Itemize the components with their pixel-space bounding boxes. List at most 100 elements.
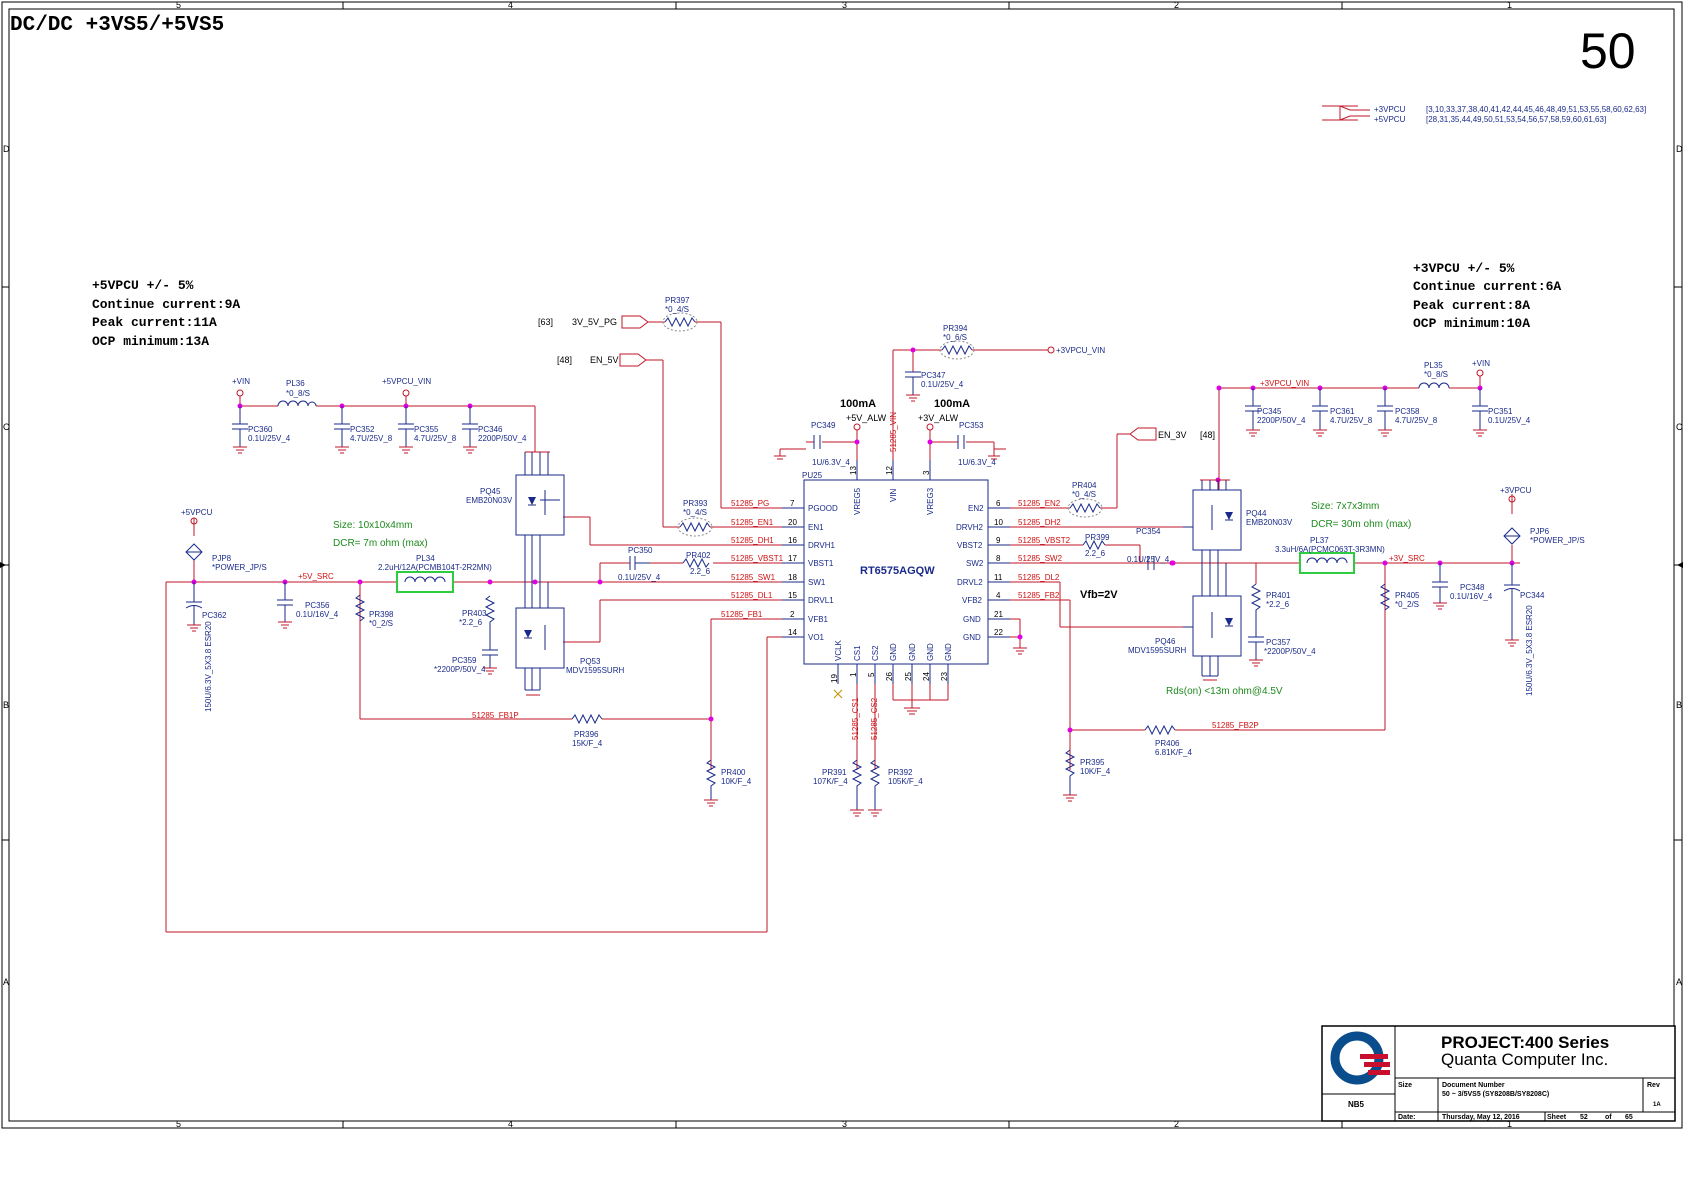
col-marker-3b: 3	[842, 1119, 847, 1129]
ic-pin-vin: VIN	[889, 488, 898, 502]
net-fb2p: 51285_FB2P	[1212, 721, 1259, 730]
mosfet-pq46	[1183, 563, 1242, 681]
col-marker-2: 2	[1174, 0, 1179, 10]
val-pc347: 0.1U/25V_4	[921, 380, 964, 389]
offpage-pages-5vpcu: [28,31,35,44,49,50,51,53,54,56,57,58,59,…	[1426, 115, 1606, 124]
val-pr404: *0_4/S	[1072, 490, 1096, 499]
ic-pinnum-10: 10	[994, 518, 1003, 527]
title-sheet-value: 52	[1580, 1114, 1588, 1121]
net-3vpcu-vin-rail: +3VPCU_VIN	[1260, 379, 1309, 388]
note-size-3v: Size: 7x7x3mm	[1311, 501, 1379, 512]
highlight-pl34	[396, 571, 454, 593]
ref-pc351: PC351	[1488, 407, 1513, 416]
resistor-pr397	[664, 316, 696, 328]
ref-48a: [48]	[557, 355, 572, 365]
ref-pc346: PC346	[478, 425, 503, 434]
note-dcr-5v: DCR= 7m ohm (max)	[333, 538, 428, 549]
ref-pc359: PC359	[452, 656, 477, 665]
ref-pr403: PR403	[462, 609, 487, 618]
ic-pin-drvl2: DRVL2	[957, 578, 983, 587]
ref-pc354: PC354	[1136, 527, 1161, 536]
val-pc354: 0.1U/25V_4	[1127, 555, 1170, 564]
inductor-pl34	[404, 576, 446, 583]
net-fb1: 51285_FB1	[721, 610, 763, 619]
resistor-pr406	[1144, 724, 1176, 736]
ref-pr405: PR405	[1395, 591, 1420, 600]
val-pr401: *2.2_6	[1266, 600, 1290, 609]
ic-pinnum-12: 12	[885, 466, 894, 475]
val-pjp6: *POWER_JP/S	[1530, 536, 1585, 545]
title-of-value: 65	[1625, 1114, 1633, 1121]
val-pr405: *0_2/S	[1395, 600, 1419, 609]
ic-pinnum-9: 9	[996, 536, 1001, 545]
spec3-line3: Peak current:8A	[1413, 298, 1530, 313]
title-sheet-label: Sheet	[1547, 1114, 1567, 1121]
ref-pr402: PR402	[686, 551, 711, 560]
val-pc359: *2200P/50V_4	[434, 665, 486, 674]
sheet-title: DC/DC +3VS5/+5VS5	[10, 14, 224, 37]
resistor-pr403	[484, 595, 496, 650]
val-pc358: 4.7U/25V_8	[1395, 416, 1438, 425]
ic-pin-pgood: PGOOD	[808, 504, 838, 513]
ref-pc355: PC355	[414, 425, 439, 434]
ic-pin-gnd24: GND	[926, 643, 935, 661]
ic-pinnum-8: 8	[996, 554, 1001, 563]
net-fb2: 51285_FB2	[1018, 591, 1060, 600]
net-en2: 51285_EN2	[1018, 499, 1061, 508]
net-3vpcu-right: +3VPCU	[1500, 486, 1532, 495]
ic-pin-vreg5: VREG5	[853, 487, 862, 515]
ic-pin-vbst1: VBST1	[808, 559, 834, 568]
ref-pc358: PC358	[1395, 407, 1420, 416]
ref-pc348: PC348	[1460, 583, 1485, 592]
net-5v-alw: +5V_ALW	[846, 413, 887, 423]
ic-pin-gnd22: GND	[963, 633, 981, 642]
spec5-line1: +5VPCU +/- 5%	[92, 278, 194, 293]
row-marker-a-r: A	[1676, 977, 1682, 987]
title-nb: NB5	[1348, 1100, 1365, 1109]
quanta-logo	[1330, 1031, 1390, 1085]
net-sw2: 51285_SW2	[1018, 554, 1063, 563]
net-dh2: 51285_DH2	[1018, 518, 1061, 527]
ref-pr398: PR398	[369, 610, 394, 619]
resistor-pr398	[354, 594, 366, 622]
ic-pinnum-13: 13	[849, 466, 858, 475]
ic-pin-vreg3: VREG3	[926, 487, 935, 515]
val-pr397: *0_4/S	[665, 305, 689, 314]
ic-pinnum-3: 3	[922, 470, 931, 475]
net-vin-right: +VIN	[1472, 359, 1490, 368]
resistor-pr402	[682, 557, 710, 569]
net-en1: 51285_EN1	[731, 518, 774, 527]
net-5vpcu-left: +5VPCU	[181, 508, 213, 517]
spec5-line2: Continue current:9A	[92, 297, 240, 312]
net-dh1: 51285_DH1	[731, 536, 774, 545]
row-marker-d-r: D	[1676, 144, 1683, 154]
ref-pr401: PR401	[1266, 591, 1291, 600]
net-vbst2: 51285_VBST2	[1018, 536, 1071, 545]
val-pr396: 15K/F_4	[572, 739, 603, 748]
net-dl1: 51285_DL1	[731, 591, 773, 600]
ref-pq53: PQ53	[580, 657, 601, 666]
val-pc351: 0.1U/25V_4	[1488, 416, 1531, 425]
spec3-line4: OCP minimum:10A	[1413, 316, 1530, 331]
ic-pin-drvl1: DRVL1	[808, 596, 834, 605]
val-pr392: 105K/F_4	[888, 777, 923, 786]
ic-pinnum-24: 24	[922, 672, 931, 681]
spec5-line4: OCP minimum:13A	[92, 334, 209, 349]
ref-pr394: PR394	[943, 324, 968, 333]
ic-body	[803, 479, 989, 665]
ic-part: RT6575AGQW	[860, 565, 935, 577]
val-pr395: 10K/F_4	[1080, 767, 1111, 776]
net-en5v: EN_5V	[590, 355, 619, 365]
netflag-3v5v-pg	[621, 315, 649, 329]
title-size-label: Size	[1398, 1082, 1412, 1089]
col-marker-1: 1	[1507, 0, 1512, 10]
ic-pin-en2: EN2	[968, 504, 984, 513]
ref-pc356: PC356	[305, 601, 330, 610]
net-en3v: EN_3V	[1158, 430, 1187, 440]
net-pg: 51285_PG	[731, 499, 769, 508]
ic-pinnum-15: 15	[788, 591, 797, 600]
val-pc361: 4.7U/25V_8	[1330, 416, 1373, 425]
ic-pinnum-17: 17	[788, 554, 797, 563]
col-marker-4: 4	[508, 0, 513, 10]
title-doc-value: 50 ~ 3/5VS5 (SY8208B/SY8208C)	[1442, 1091, 1549, 1098]
